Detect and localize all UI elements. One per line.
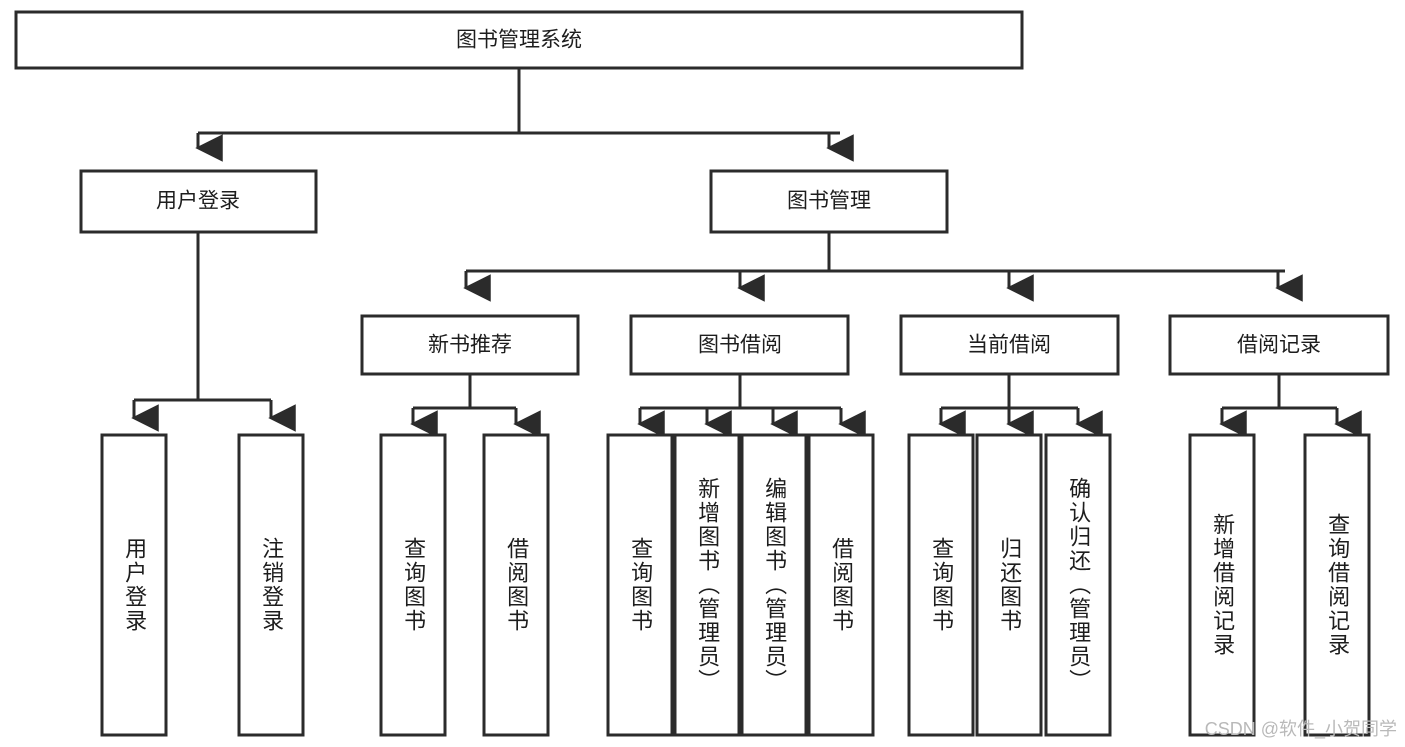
node-current-borrow[interactable]: 当前借阅 [899, 314, 1120, 376]
leaf-box-borrow-add[interactable] [673, 433, 741, 737]
leaf-box-recommend-borrow[interactable] [482, 433, 550, 737]
node-root-box[interactable] [14, 10, 1024, 70]
connector-borrow-record-to-leaves [1219, 374, 1362, 438]
connector-book-management-to-level3 [463, 232, 1303, 302]
node-book-borrow-label: 图书借阅 [698, 334, 782, 357]
connector-new-book-recommend-to-leaves [410, 374, 541, 438]
leaf-box-current-query[interactable] [907, 433, 975, 737]
leaf-box-borrow-query[interactable] [606, 433, 674, 737]
leaf-box-user-login-logout[interactable] [237, 433, 305, 737]
leaf-box-recommend-query[interactable] [379, 433, 447, 737]
node-book-management-label: 图书管理 [787, 190, 871, 213]
node-user-login-box[interactable] [79, 169, 318, 234]
leaf-box-borrow-lend[interactable] [807, 433, 875, 737]
node-book-management[interactable]: 图书管理 [709, 169, 949, 234]
node-current-borrow-label: 当前借阅 [967, 334, 1051, 357]
node-new-book-recommend-box[interactable] [360, 314, 580, 376]
leaf-box-record-add[interactable] [1188, 433, 1256, 737]
leaf-box-current-return[interactable] [975, 433, 1043, 737]
connector-book-borrow-to-leaves [637, 374, 866, 438]
node-user-login-label: 用户登录 [156, 190, 240, 213]
node-borrow-record[interactable]: 借阅记录 [1168, 314, 1390, 376]
connector-root-to-level2 [195, 68, 854, 162]
leaf-box-borrow-edit[interactable] [740, 433, 808, 737]
node-borrow-record-label: 借阅记录 [1237, 334, 1321, 357]
leaf-box-record-query[interactable] [1303, 433, 1371, 737]
node-new-book-recommend-label: 新书推荐 [428, 334, 512, 357]
node-book-borrow[interactable]: 图书借阅 [629, 314, 850, 376]
node-current-borrow-box[interactable] [899, 314, 1120, 376]
connector-current-borrow-to-leaves [938, 374, 1103, 438]
node-root[interactable]: 图书管理系统 [14, 10, 1024, 70]
leaf-box-current-confirm[interactable] [1044, 433, 1112, 737]
connector-user-login-to-leaves [131, 232, 296, 432]
leaf-box-user-login-login[interactable] [100, 433, 168, 737]
node-new-book-recommend[interactable]: 新书推荐 [360, 314, 580, 376]
node-user-login[interactable]: 用户登录 [79, 169, 318, 234]
csdn-watermark: CSDN @软件_小贺同学 [1204, 719, 1397, 739]
node-root-label: 图书管理系统 [456, 29, 582, 52]
